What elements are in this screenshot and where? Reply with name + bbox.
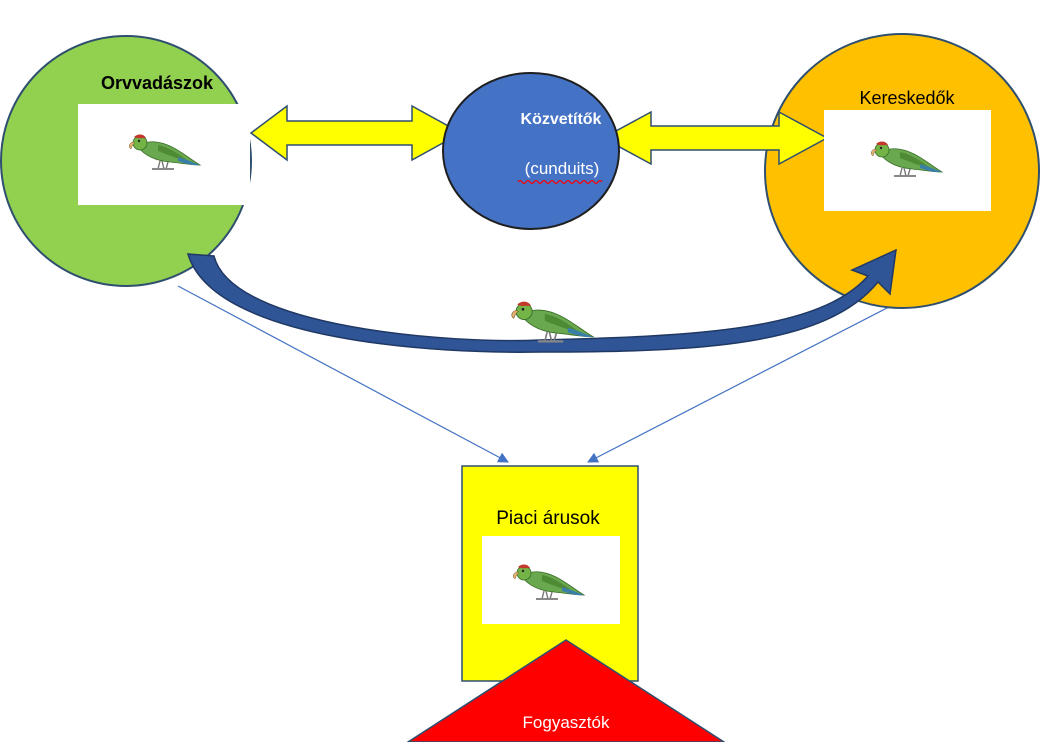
connector-poachers-market <box>177 285 509 463</box>
parrot-icon <box>510 300 595 343</box>
intermediaries-sublabel: (cunduits) <box>525 159 600 178</box>
intermediaries-label: Közvetítők <box>521 111 602 128</box>
market-label: Piaci árusok <box>496 508 600 529</box>
double-arrow-left <box>249 104 463 162</box>
double-arrow-right <box>601 110 829 166</box>
curved-direct-arrow <box>186 248 897 353</box>
consumers-label: Fogyasztók <box>523 713 610 732</box>
poachers-label: Orvvadászok <box>101 73 214 93</box>
intermediaries-ellipse <box>442 72 620 230</box>
spellcheck-underline <box>517 179 603 185</box>
connector-traders-market <box>587 292 917 463</box>
traders-label: Kereskedők <box>859 88 955 108</box>
